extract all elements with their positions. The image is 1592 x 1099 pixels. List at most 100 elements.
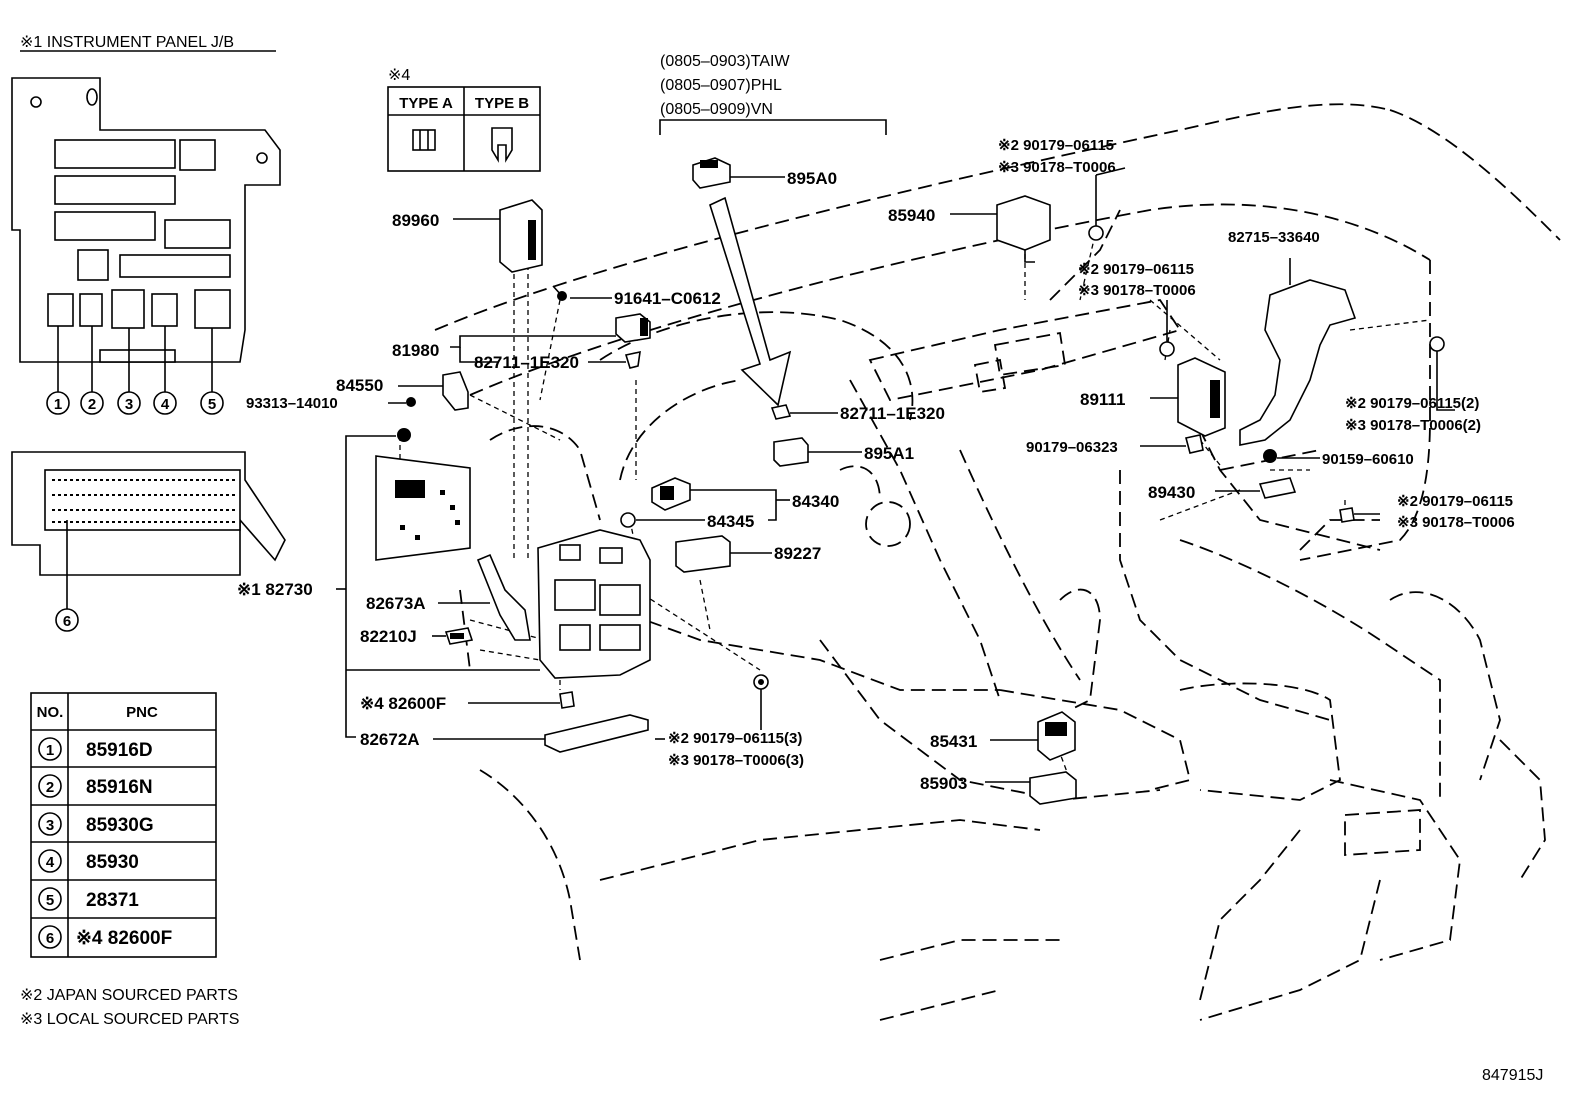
svg-text:1: 1 [46,742,54,759]
jb-callout-4: 4 [153,391,177,415]
part-89430-sensor [1258,477,1297,499]
label-82711-b: 82711–1E320 [840,404,945,423]
arrow-indicator [709,196,792,407]
label-93313: 93313–14010 [246,395,338,412]
jb-callout-6: 6 [55,608,79,632]
part-85431-socket [1037,711,1076,761]
diagram-id: 847915J [1482,1067,1543,1084]
part-93313-screw [406,397,416,407]
label-90179-06323: 90179–06323 [1026,439,1118,456]
label-90179-3: ※2 90179–06115(3) [668,730,802,747]
svg-text:1: 1 [54,396,62,413]
label-82672A: 82672A [360,730,420,749]
region-note-phl: (0805–0907)PHL [660,77,782,94]
label-90178-c: ※3 90178–T0006 [1397,514,1515,531]
label-90178-b: ※3 90178–T0006 [1078,282,1196,299]
label-90179-c: ※2 90179–06115 [1397,493,1513,510]
region-note-taiw: (0805–0903)TAIW [660,53,790,70]
label-82600F: ※4 82600F [360,694,446,713]
svg-text:5: 5 [46,892,54,909]
svg-text:6: 6 [63,613,71,630]
svg-text:4: 4 [46,854,55,871]
svg-text:※4: ※4 [388,67,410,84]
part-90179-nut-3 [753,674,769,690]
label-82715: 82715–33640 [1228,229,1320,246]
pnc-row-5: 5 28371 [38,887,139,911]
label-85940: 85940 [888,206,935,225]
svg-text:4: 4 [161,396,170,413]
label-90179-2: ※2 90179–06115(2) [1345,395,1479,412]
svg-text:85916D: 85916D [86,740,153,761]
svg-text:85930G: 85930G [86,815,154,836]
part-81980-relay [615,313,651,343]
part-90179-06323-nut [1185,434,1204,454]
region-note-vn: (0805–0909)VN [660,101,773,118]
part-895A1-module [773,437,809,467]
svg-text:85916N: 85916N [86,777,153,798]
label-82673A: 82673A [366,594,426,613]
label-89430: 89430 [1148,483,1195,502]
part-89111-module [1177,357,1226,437]
pnc-header-pnc: PNC [126,704,158,721]
jb-title: ※1 INSTRUMENT PANEL J/B [20,34,234,51]
part-89227-module [675,535,731,573]
pnc-row-2: 2 85916N [38,774,153,798]
jb-callout-3: 3 [117,391,141,415]
jb-callout-1: 1 [46,391,70,415]
pnc-row-1: 1 85916D [38,737,153,761]
part-85903-module [1029,771,1077,805]
part-82672A-cover [544,714,649,753]
label-84345: 84345 [707,512,754,531]
label-89960: 89960 [392,211,439,230]
label-90179-a: ※2 90179–06115 [998,137,1114,154]
part-90159-bolt [1263,449,1277,463]
label-82711-a: 82711–1E320 [474,353,579,372]
label-90178-2: ※3 90178–T0006(2) [1345,417,1481,434]
part-84345-knob [620,512,636,528]
svg-text:3: 3 [46,817,54,834]
part-82730-circuit-board [375,428,471,561]
part-82210J-connector [444,627,474,645]
label-85431: 85431 [930,732,977,751]
part-82715-bracket [1239,258,1357,446]
type-box: ※4 TYPE A TYPE B [387,67,541,172]
part-89960-module [499,199,543,273]
svg-text:TYPE A: TYPE A [399,95,453,112]
label-84550: 84550 [336,376,383,395]
label-895A0: 895A0 [787,169,837,188]
footnote-japan-sourced: ※2 JAPAN SOURCED PARTS [20,987,238,1004]
part-895A0-connector [692,157,731,189]
part-82711-clip-b [770,404,792,420]
label-895A1: 895A1 [864,444,914,463]
label-90179-b: ※2 90179–06115 [1078,261,1194,278]
label-90178-a: ※3 90178–T0006 [998,159,1116,176]
svg-text:2: 2 [88,396,96,413]
label-84340: 84340 [792,492,839,511]
part-90179-nut-2 [1429,336,1445,352]
label-90178-3: ※3 90178–T0006(3) [668,752,804,769]
svg-text:TYPE B: TYPE B [475,95,529,112]
part-90179-nut-b [1159,341,1175,357]
footnote-local-sourced: ※3 LOCAL SOURCED PARTS [20,1011,239,1028]
label-85903: 85903 [920,774,967,793]
part-82711-clip-a [624,350,641,369]
part-85940-module [996,195,1051,263]
pnc-row-3: 3 85930G [38,812,154,836]
svg-text:※4 82600F: ※4 82600F [76,928,172,949]
svg-text:28371: 28371 [86,890,139,911]
svg-text:3: 3 [125,396,133,413]
part-82600F-fuse [559,691,575,709]
label-90159: 90159–60610 [1322,451,1414,468]
pnc-row-6: 6※4 82600F [38,925,172,949]
part-90179-nut-a [1088,225,1104,241]
part-84550-bracket [442,371,469,411]
svg-text:5: 5 [208,396,216,413]
svg-text:2: 2 [46,779,54,796]
label-82730: ※1 82730 [237,580,313,599]
pnc-header-no: NO. [37,704,64,721]
label-89227: 89227 [774,544,821,563]
label-91641: 91641–C0612 [614,289,721,308]
